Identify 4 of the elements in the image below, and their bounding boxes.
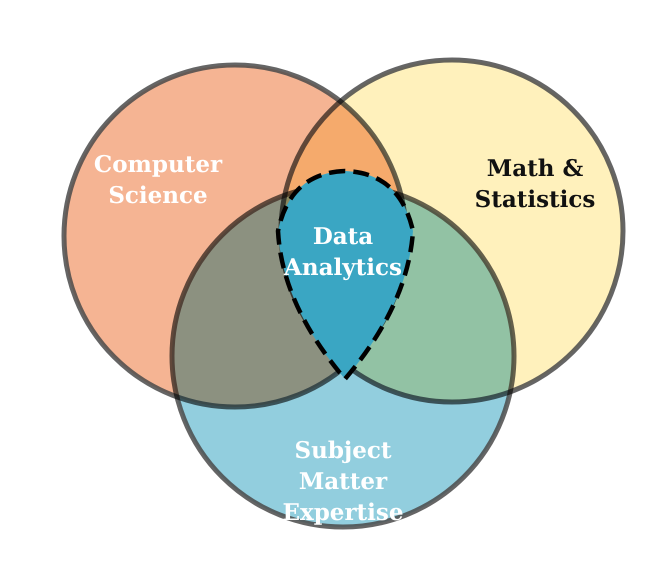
- region-label: Math & Statistics: [474, 154, 596, 215]
- region-label: Computer Science: [92, 150, 224, 211]
- region-label: Data Analytics: [282, 222, 403, 283]
- region-label: Subject Matter Expertise: [281, 436, 405, 528]
